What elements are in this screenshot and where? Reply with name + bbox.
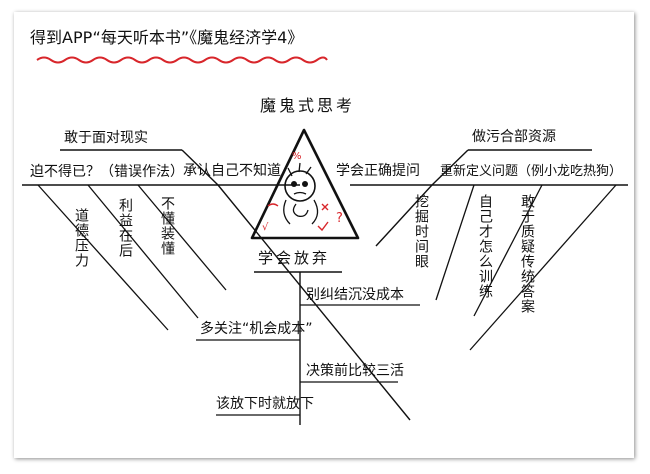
left-branch-sub1: 道德压力 bbox=[73, 208, 89, 268]
bottom-item-1: 别纠结沉没成本 bbox=[306, 287, 404, 303]
svg-text:√: √ bbox=[262, 222, 269, 233]
bottom-item-3: 决策前比较三活 bbox=[306, 363, 404, 379]
left-sub-line-1 bbox=[37, 184, 169, 331]
page-title: 得到APP“每天听本书”《魔鬼经济学4》 bbox=[30, 28, 304, 47]
thinker-triangle-icon: % ? √ bbox=[250, 128, 360, 240]
center-top-left-label: 承认自己不知道 bbox=[183, 163, 281, 179]
right-branch-sub1: 挖掘时间眼 bbox=[413, 194, 429, 269]
right-diagonal-line bbox=[375, 149, 469, 247]
bottom-item-4: 该放下时就放下 bbox=[216, 396, 314, 412]
right-branch-line2: 重新定义问题（例小龙吃热狗） bbox=[440, 164, 623, 179]
left-branch-line1: 敢于面对现实 bbox=[64, 130, 148, 146]
svg-text:%: % bbox=[292, 151, 302, 162]
right-sub-line-2 bbox=[473, 184, 543, 317]
center-title: 魔鬼式思考 bbox=[260, 96, 356, 115]
left-branch-sub3: 不懂装懂 bbox=[159, 196, 175, 256]
right-branch-sub3: 敢于质疑传统答案 bbox=[519, 194, 535, 314]
center-bottom-label: 学会放弃 bbox=[258, 249, 331, 267]
right-sub-line-1 bbox=[435, 184, 475, 301]
left-sub-line-2 bbox=[87, 184, 199, 319]
svg-text:?: ? bbox=[336, 211, 343, 226]
left-sub-line-3 bbox=[137, 184, 227, 291]
center-top-right-label: 学会正确提问 bbox=[336, 163, 420, 179]
left-diagonal-line bbox=[181, 149, 411, 421]
paper-sheet bbox=[14, 12, 634, 458]
left-branch-line2: 迫不得已？（错误作法） bbox=[30, 164, 184, 180]
right-branch-line1: 做污合部资源 bbox=[472, 129, 556, 145]
right-sub-line-3 bbox=[469, 184, 617, 351]
left-branch-sub2: 利益在后 bbox=[117, 198, 133, 258]
title-underline bbox=[36, 56, 328, 64]
bottom-item-2: 多关注“机会成本” bbox=[200, 321, 313, 337]
right-branch-sub2: 自己才怎么训练 bbox=[477, 194, 493, 299]
